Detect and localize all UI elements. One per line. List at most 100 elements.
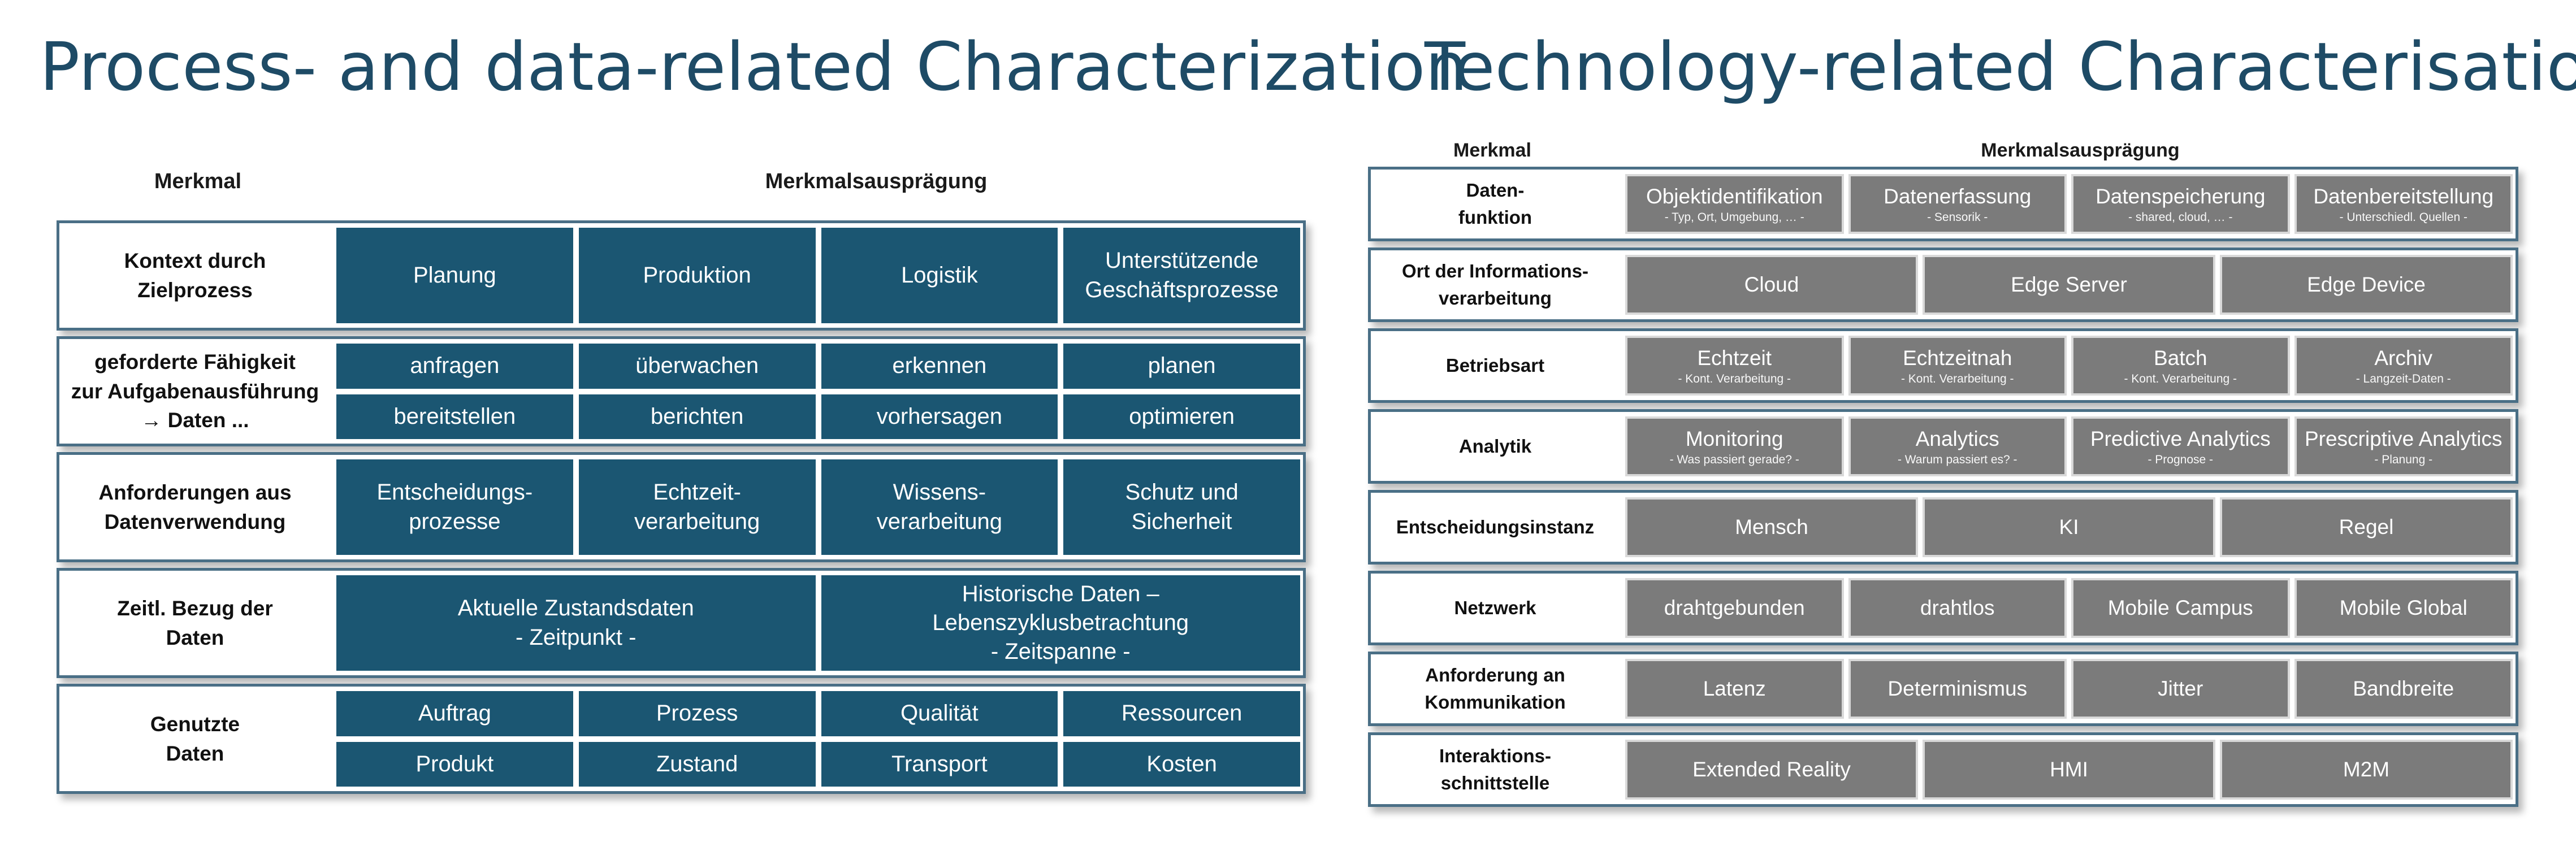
cell-objektidentifikation: Objektidentifikation - Typ, Ort, Umgebung… bbox=[1625, 174, 1844, 234]
cell-text: Datenspeicherung bbox=[2096, 184, 2266, 208]
cell-produkt: Produkt bbox=[336, 741, 573, 787]
cell-edge-device: Edge Device bbox=[2220, 255, 2513, 315]
cell-text: Archiv bbox=[2374, 346, 2433, 370]
cell-echtzeitnah: Echtzeitnah- Kont. Verarbeitung - bbox=[1848, 336, 2067, 396]
right-row-8: Interaktions- schnittstelle Extended Real… bbox=[1368, 732, 2518, 807]
cell-batch: Batch- Kont. Verarbeitung - bbox=[2071, 336, 2290, 396]
cell-echtzeit-verarbeitung: Echtzeit- verarbeitung bbox=[578, 459, 816, 555]
left-header-feature: Merkmal bbox=[154, 170, 242, 193]
cell-text: HMI bbox=[2050, 758, 2088, 781]
cell-prozess: Prozess bbox=[578, 691, 816, 736]
cell-text: Regel bbox=[2339, 515, 2394, 539]
cell-latenz: Latenz bbox=[1625, 659, 1844, 719]
row-label: Analytik bbox=[1458, 436, 1532, 457]
cell-monitoring: Monitoring - Was passiert gerade? - bbox=[1625, 416, 1844, 476]
cell-prescriptive-analytics: Prescriptive Analytics- Planung - bbox=[2294, 416, 2513, 476]
cell-mobile-campus: Mobile Campus bbox=[2071, 578, 2290, 638]
cell-auftrag: Auftrag bbox=[336, 691, 573, 736]
cell-entscheidungs-prozesse: Entscheidungs- prozesse bbox=[336, 459, 573, 555]
cell-predictive-analytics: Predictive Analytics - Prognose - bbox=[2071, 416, 2290, 476]
cell-qualität: Qualität bbox=[821, 691, 1058, 736]
cell-überwachen: überwachen bbox=[578, 344, 816, 389]
left-row-2: geforderte Fähigkeit zur Aufgabenausführ… bbox=[57, 336, 1306, 446]
row-label: Netzwerk bbox=[1454, 597, 1536, 619]
right-row-4: Analytik Monitoring - Was passiert gerade?… bbox=[1368, 409, 2518, 484]
cell-text: Mensch bbox=[1735, 515, 1808, 539]
row-label: Betriebsart bbox=[1445, 355, 1545, 376]
cell-unterstützende-geschäftsprozesse: Unterstützende Geschäftsprozesse bbox=[1063, 228, 1300, 323]
cell-hmi: HMI bbox=[1923, 740, 2215, 800]
cell-transport: Transport bbox=[821, 741, 1058, 787]
cell-wissens-verarbeitung: Wissens- verarbeitung bbox=[821, 459, 1058, 555]
left-title: Process- and data-related Characterizati… bbox=[40, 28, 1468, 106]
cell-text: M2M bbox=[2343, 758, 2390, 781]
right-row-1: Daten- funktion Objektidentifikation - Typ… bbox=[1368, 167, 2518, 241]
cell-text: Datenerfassung bbox=[1884, 184, 2032, 208]
cell-extended-reality: Extended Reality bbox=[1625, 740, 1918, 800]
cell-text: drahtlos bbox=[1920, 596, 1995, 620]
cell-planung: Planung bbox=[336, 228, 573, 323]
cell-cloud: Cloud bbox=[1625, 255, 1918, 315]
cell-subtext: - Typ, Ort, Umgebung, … - bbox=[1664, 211, 1804, 224]
right-row-2: Ort der Informations- verarbeitung Cloud E… bbox=[1368, 248, 2518, 322]
row-label: Zeitl. Bezug der Daten bbox=[117, 596, 273, 649]
cell-subtext: - Was passiert gerade? - bbox=[1669, 453, 1799, 467]
cell-datenerfassung: Datenerfassung - Sensorik - bbox=[1848, 174, 2067, 234]
cell-text: Mobile Global bbox=[2339, 596, 2467, 620]
cell-m2m: M2M bbox=[2220, 740, 2513, 800]
cell-ressourcen: Ressourcen bbox=[1063, 691, 1300, 736]
row-label: Ort der Informations- verarbeitung bbox=[1401, 260, 1589, 309]
cell-vorhersagen: vorhersagen bbox=[821, 394, 1058, 439]
cell-text: Jitter bbox=[2158, 677, 2203, 701]
cell-text: Edge Device bbox=[2307, 273, 2426, 297]
cell-text: Mobile Campus bbox=[2107, 596, 2253, 620]
right-row-3: Betriebsart Echtzeit - Kont. Verarbeitung … bbox=[1368, 328, 2518, 403]
right-header-values: Merkmalsausprägung bbox=[1981, 140, 2180, 161]
cell-text: Datenbereitstellung bbox=[2313, 184, 2494, 208]
row-label: Anforderung an Kommunikation bbox=[1425, 665, 1566, 713]
cell-mensch: Mensch bbox=[1625, 497, 1918, 557]
cell-datenbereitstellung: Datenbereitstellung - Unterschiedl. Quell… bbox=[2294, 174, 2513, 234]
cell-echtzeit: Echtzeit - Kont. Verarbeitung - bbox=[1625, 336, 1844, 396]
cell-text: Edge Server bbox=[2011, 273, 2127, 297]
cell-text: Predictive Analytics bbox=[2090, 427, 2271, 450]
cell-text: KI bbox=[2059, 515, 2079, 539]
cell-text: Determinismus bbox=[1887, 677, 2028, 701]
cell-erkennen: erkennen bbox=[821, 344, 1058, 389]
cell-text: drahtgebunden bbox=[1664, 596, 1805, 620]
cell-text: Analytics bbox=[1915, 427, 1999, 450]
right-row-7: Anforderung an Kommunikation Latenz Determ… bbox=[1368, 652, 2518, 726]
cell-regel: Regel bbox=[2220, 497, 2513, 557]
cell-logistik: Logistik bbox=[821, 228, 1058, 323]
cell-subtext: - Kont. Verarbeitung - bbox=[1678, 372, 1791, 386]
row-label: Interaktions- schnittstelle bbox=[1439, 745, 1552, 793]
cell-jitter: Jitter bbox=[2071, 659, 2290, 719]
cell-text: Echtzeit bbox=[1697, 346, 1772, 370]
left-header-values: Merkmalsausprägung bbox=[765, 170, 988, 193]
cell-text: Monitoring bbox=[1685, 427, 1783, 450]
right-row-5: Entscheidungsinstanz Mensch KI Regel bbox=[1368, 490, 2518, 565]
cell-text: Echtzeitnah bbox=[1903, 346, 2012, 370]
cell-subtext: - Prognose - bbox=[2148, 453, 2214, 467]
cell-subtext: - Planung - bbox=[2374, 453, 2433, 467]
cell-zustand: Zustand bbox=[578, 741, 816, 787]
cell-text: Cloud bbox=[1744, 273, 1799, 297]
cell-datenspeicherung: Datenspeicherung- shared, cloud, … - bbox=[2071, 174, 2290, 234]
cell-kosten: Kosten bbox=[1063, 741, 1300, 787]
row-label: geforderte Fähigkeit zur Aufgabenausführ… bbox=[71, 350, 319, 432]
cell-text: Objektidentifikation bbox=[1646, 184, 1823, 208]
row-label: Daten- funktion bbox=[1458, 180, 1532, 228]
cell-subtext: - Unterschiedl. Quellen - bbox=[2339, 211, 2467, 224]
cell-historische-daten-lebenszyklusbetrachtung-zeitspanne: Historische Daten – Lebenszyklusbetracht… bbox=[821, 575, 1300, 671]
right-title: Technology-related Characterisation bbox=[1425, 28, 2576, 106]
cell-bandbreite: Bandbreite bbox=[2294, 659, 2513, 719]
row-label: Entscheidungsinstanz bbox=[1396, 516, 1595, 538]
cell-subtext: - Sensorik - bbox=[1927, 211, 1988, 224]
cell-bereitstellen: bereitstellen bbox=[336, 394, 573, 439]
cell-text: Extended Reality bbox=[1692, 758, 1851, 781]
